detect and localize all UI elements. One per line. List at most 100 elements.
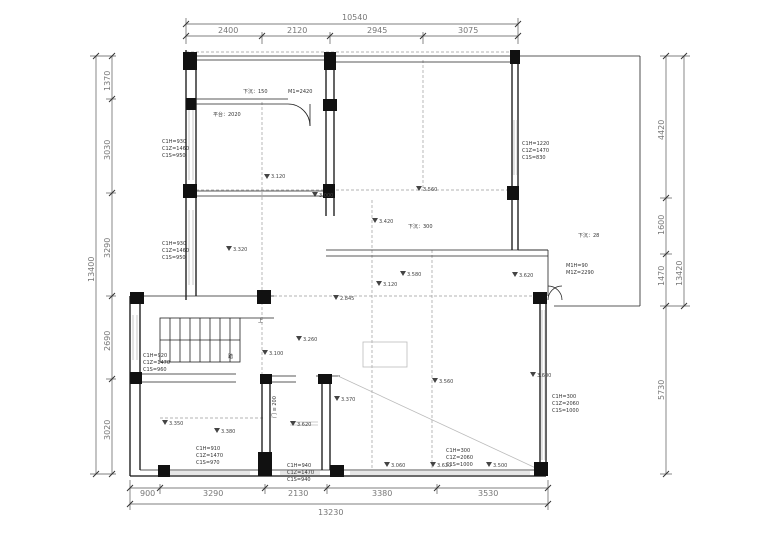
level-marker: 3.350 xyxy=(162,420,183,427)
window-spec-line: C1S=940 xyxy=(287,477,311,483)
level-marker: 3.620 xyxy=(290,421,311,428)
column xyxy=(183,52,197,70)
staircase xyxy=(159,317,274,363)
window-spec-line: C1Z=1470 xyxy=(143,360,170,366)
level-marker: 3.620 xyxy=(512,272,533,279)
top-dimension-chain: 10540 2400 2120 2945 3075 xyxy=(185,13,519,44)
column xyxy=(260,374,272,384)
window-spec-line: C1H=1220 xyxy=(522,141,549,147)
level-marker: 3.120 xyxy=(264,174,285,180)
level-marker: 3.260 xyxy=(296,336,317,343)
svg-text:3.100: 3.100 xyxy=(269,351,283,357)
left-seg-2-dim: 3030 xyxy=(103,140,112,160)
svg-text:3.620: 3.620 xyxy=(297,422,311,428)
window-spec-line: C1H=300 xyxy=(552,394,576,400)
window-spec-line: C1H=940 xyxy=(287,463,311,469)
level-marker: 3.620 xyxy=(430,462,451,469)
column xyxy=(257,290,271,304)
window-spec-line: C1H=910 xyxy=(196,446,220,452)
level-marker: 3.100 xyxy=(262,350,283,357)
top-seg-4-dim: 3075 xyxy=(458,26,478,35)
sink-150-label: 下沉：150 xyxy=(243,88,268,95)
window-spec-line: C1H=920 xyxy=(143,353,167,359)
svg-text:3.260: 3.260 xyxy=(303,337,317,343)
right-seg-2-dim: 1600 xyxy=(657,215,666,235)
window-spec-line: C1S=950 xyxy=(162,255,186,261)
window-spec-line: C1Z=1460 xyxy=(162,146,189,152)
svg-text:3.420: 3.420 xyxy=(379,219,393,225)
level-marker: 3.380 xyxy=(214,428,235,435)
platform-label: 平台：2020 xyxy=(213,111,241,118)
bottom-seg-2-dim: 3290 xyxy=(203,489,223,498)
svg-text:3.560: 3.560 xyxy=(439,379,453,385)
column xyxy=(318,374,332,384)
left-seg-5-dim: 3020 xyxy=(103,420,112,440)
window-spec-line: C1Z=1470 xyxy=(522,148,549,154)
level-marker: 3.420 xyxy=(372,218,393,225)
left-seg-3-dim: 3290 xyxy=(103,238,112,258)
column xyxy=(510,50,520,64)
window-spec-line: C1H=930 xyxy=(162,241,186,247)
window-spec-line: C1S=960 xyxy=(143,367,167,373)
svg-text:3.060: 3.060 xyxy=(391,463,405,469)
dimension-ticks xyxy=(92,20,688,508)
left-seg-1-dim: 1370 xyxy=(103,71,112,91)
level-marker: 3.560 xyxy=(416,186,437,193)
bottom-seg-1-dim: 900 xyxy=(140,489,155,498)
sink-300-label: 下沉：300 xyxy=(408,223,433,230)
level-marker: 3.560 xyxy=(432,378,453,385)
top-seg-1-dim: 2400 xyxy=(218,26,238,35)
window-spec-line: C1Z=1460 xyxy=(162,248,189,254)
doors xyxy=(287,103,563,301)
level-marker: 3.370 xyxy=(334,396,355,403)
stair-tread-label: 踏 xyxy=(228,353,233,360)
level-marker: 3.600 xyxy=(530,372,551,379)
svg-text:3.120: 3.120 xyxy=(271,174,285,180)
level-marker: 3.320 xyxy=(226,246,247,253)
column xyxy=(324,52,336,70)
svg-text:3.620: 3.620 xyxy=(519,273,533,279)
right-seg-1-dim: 4420 xyxy=(657,120,666,140)
door-spec-line: M1H=90 xyxy=(566,263,588,269)
left-seg-4-dim: 2690 xyxy=(103,331,112,351)
door-spec-line: M1Z=2290 xyxy=(566,270,594,276)
left-total-dim: 13400 xyxy=(87,257,96,282)
window-spec-line: C1S=1000 xyxy=(552,408,579,414)
top-seg-2-dim: 2120 xyxy=(287,26,307,35)
svg-text:3.000: 3.000 xyxy=(319,193,333,199)
svg-text:3.500: 3.500 xyxy=(493,463,507,469)
column xyxy=(323,99,337,111)
sink-28-label: 下沉：28 xyxy=(578,232,599,239)
level-marker: 3.000 xyxy=(312,192,333,199)
level-marker: 2.845 xyxy=(333,295,354,302)
window-spec-line: C1Z=2060 xyxy=(446,455,473,461)
svg-text:3.620: 3.620 xyxy=(437,463,451,469)
bottom-dimension-chain: 900 3290 2130 3380 3530 13230 xyxy=(129,480,549,517)
left-dimension-chain: 13400 1370 3030 3290 2690 3020 xyxy=(87,55,116,475)
column xyxy=(258,452,272,476)
svg-text:3.380: 3.380 xyxy=(221,429,235,435)
bottom-total-dim: 13230 xyxy=(318,508,343,517)
window-spec-line: C1S=1000 xyxy=(446,462,473,468)
svg-text:3.580: 3.580 xyxy=(407,272,421,278)
column xyxy=(130,372,142,384)
column xyxy=(323,184,335,198)
column xyxy=(183,184,197,198)
top-total-dim: 10540 xyxy=(342,13,367,22)
svg-text:3.320: 3.320 xyxy=(233,247,247,253)
column xyxy=(330,465,344,477)
svg-text:3.370: 3.370 xyxy=(341,397,355,403)
column xyxy=(186,98,196,110)
level-markers: 3.120 3.560 3.000 3.420 3.320 3.580 3.62… xyxy=(162,174,551,469)
svg-text:2.845: 2.845 xyxy=(340,296,354,302)
column xyxy=(507,186,519,200)
window-spec-line: C1Z=2060 xyxy=(552,401,579,407)
skylight-rect xyxy=(362,341,408,368)
window-spec-line: C1S=970 xyxy=(196,460,220,466)
column xyxy=(534,462,548,476)
level-marker: 3.580 xyxy=(400,271,421,278)
svg-text:3.560: 3.560 xyxy=(423,187,437,193)
right-dimension-chain: 4420 1600 1470 13420 5730 xyxy=(657,55,690,475)
right-seg-3-dim: 1470 xyxy=(657,266,666,286)
